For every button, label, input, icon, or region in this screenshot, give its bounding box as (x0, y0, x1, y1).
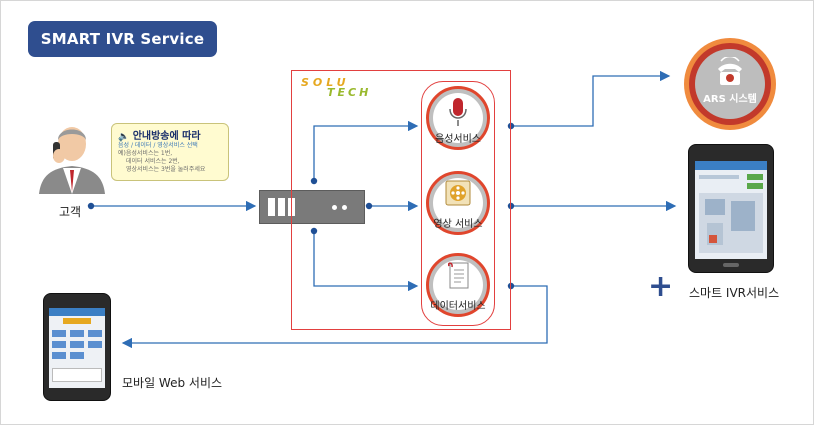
video-service-label: 영상 서비스 (433, 219, 483, 230)
mobile-web-label: 모바일 Web 서비스 (122, 376, 223, 390)
announcement-line: 데이터 서비스는 2번, (126, 158, 180, 165)
data-service-label: 데이터서비스 (430, 301, 486, 312)
data-service: 데이터서비스 (426, 253, 490, 317)
data-to-mobile-web-line (121, 285, 548, 349)
switch-to-voice-line (313, 120, 419, 181)
solutech-system-box (291, 70, 511, 330)
microphone-icon (449, 98, 467, 126)
customer-label: 고객 (59, 205, 82, 219)
plus-icon: + (648, 269, 674, 304)
smart-ivr-phone (688, 144, 774, 273)
announcement-line: 음성 / 데이터 / 영상서비스 선택 (118, 142, 198, 149)
film-reel-icon (445, 180, 471, 206)
ars-label: ARS 시스템 (703, 94, 757, 105)
smart-ivr-label: 스마트 IVR서비스 (689, 286, 780, 300)
speaker-icon: 🔈 (118, 132, 130, 142)
announcement-line: 예)음성서비스는 1번, (118, 150, 173, 157)
switch-icon (259, 190, 365, 224)
document-icon (448, 262, 469, 289)
solutech-logo: SOLU TECH (301, 76, 372, 99)
voice-service: 음성서비스 (426, 86, 490, 150)
video-service: 영상 서비스 (426, 171, 490, 235)
person-icon (39, 127, 105, 194)
announcement-line: 영상서비스는 3번을 눌러주세요 (126, 166, 206, 173)
announcement-heading: 🔈 안내방송에 따라 (118, 131, 201, 142)
voice-service-label: 음성서비스 (435, 134, 481, 145)
diagram-title: SMART IVR Service (28, 21, 217, 57)
telephone-icon (718, 57, 742, 85)
mobile-web-phone (43, 293, 111, 401)
announcement-bubble: 🔈 안내방송에 따라 음성 / 데이터 / 영상서비스 선택 예)음성서비스는 … (111, 123, 229, 181)
switch-to-data-line (313, 231, 419, 292)
service-group (421, 81, 495, 326)
ars-system: ARS 시스템 (684, 38, 776, 130)
voice-to-ars-line (511, 70, 671, 127)
